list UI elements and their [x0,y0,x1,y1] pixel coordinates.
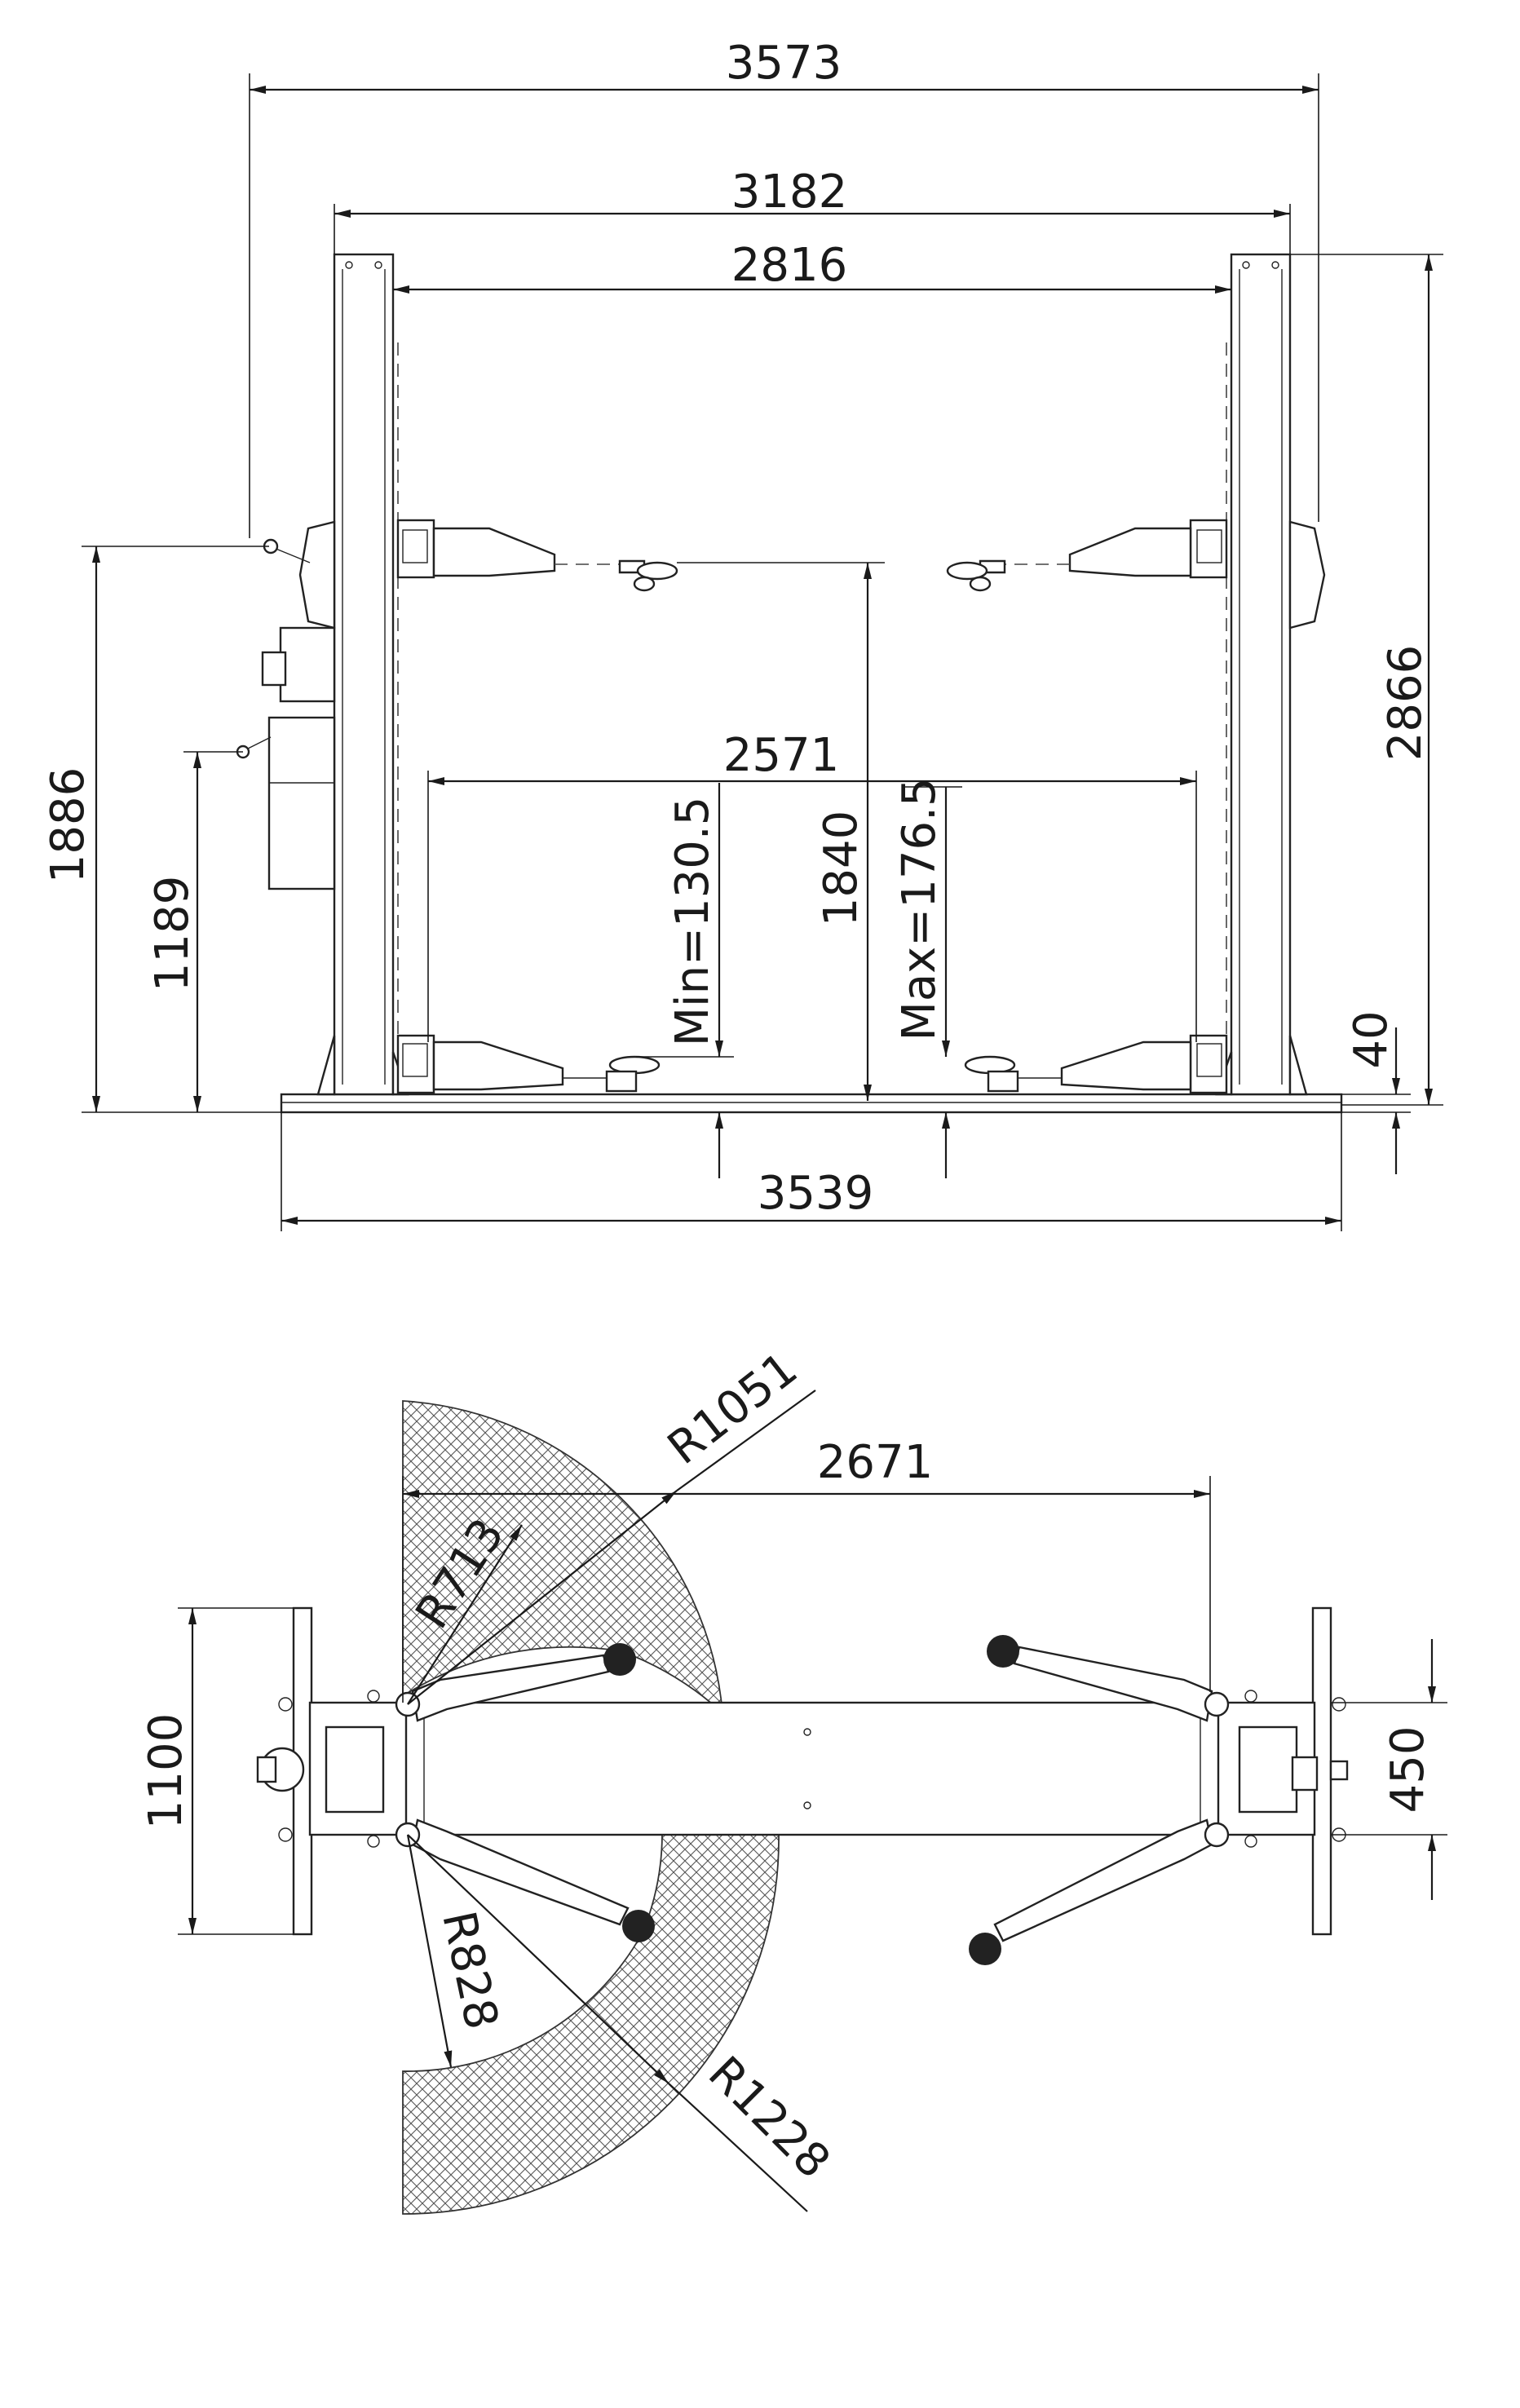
arm-front-left [395,1643,636,1722]
lift-pad-front-left [603,1643,636,1676]
front-view: 3573 3182 2816 2571 3539 2866 40 [42,37,1443,1231]
lift-runway [401,1701,1223,1836]
dim-overall-width-top: 3573 [726,37,842,90]
raised-arm-left [396,519,678,592]
right-post-top [1217,1606,1349,1936]
dim-control-height: 1189 [146,876,199,992]
swing-area-front [402,1400,724,1715]
arm-front-right [987,1635,1230,1722]
dim-overall-depth: 1100 [139,1713,192,1830]
lift-pad-rear-left [622,1910,655,1942]
dim-base-depth: 450 [1381,1726,1434,1814]
dim-max-pad-height: Max=176.5 [893,777,946,1041]
lift-pad-front-right [987,1635,1019,1668]
dim-radius-inner-rear: R828 [431,1907,508,2034]
right-column [1215,253,1308,1096]
dim-line-radius-inner-front [407,1524,523,1705]
raised-arm-right [946,519,1228,592]
dim-base-width: 3539 [758,1167,874,1220]
arm-rear-right [969,1818,1230,1965]
dim-total-height: 2866 [1379,645,1432,762]
dim-clear-width: 2816 [731,239,848,292]
swing-area-rear [402,1834,780,2215]
dim-line-radius-outer-rear [407,1834,669,2084]
dim-radius-outer-rear: R1228 [698,2047,840,2189]
dim-column-outer-width: 3182 [731,166,848,219]
dim-radius-outer-front: R1051 [658,1342,807,1475]
right-bracket [1288,520,1326,630]
dim-base-plate-thickness: 40 [1345,1010,1398,1068]
power-unit [236,520,336,890]
dim-line-radius-inner-rear [406,1834,453,2068]
dim-lift-height-right: 1840 [815,811,868,927]
dim-arm-inner-width: 2571 [723,729,840,782]
dim-min-pad-height: Min=130.5 [666,797,719,1047]
lowered-arm-right [964,1034,1228,1094]
lowered-arm-left [396,1034,661,1094]
top-view: 2671 1100 450 R713 R1051 R828 R1228 [139,1342,1447,2215]
dim-lift-height-left: 1886 [42,767,95,884]
base-plate [280,1093,1343,1114]
left-post-top [256,1606,408,1936]
dim-column-spacing: 2671 [817,1436,934,1489]
lift-pad-rear-right [969,1933,1001,1965]
dim-line-radius-outer-front [407,1490,678,1705]
arm-rear-left [395,1818,655,1942]
